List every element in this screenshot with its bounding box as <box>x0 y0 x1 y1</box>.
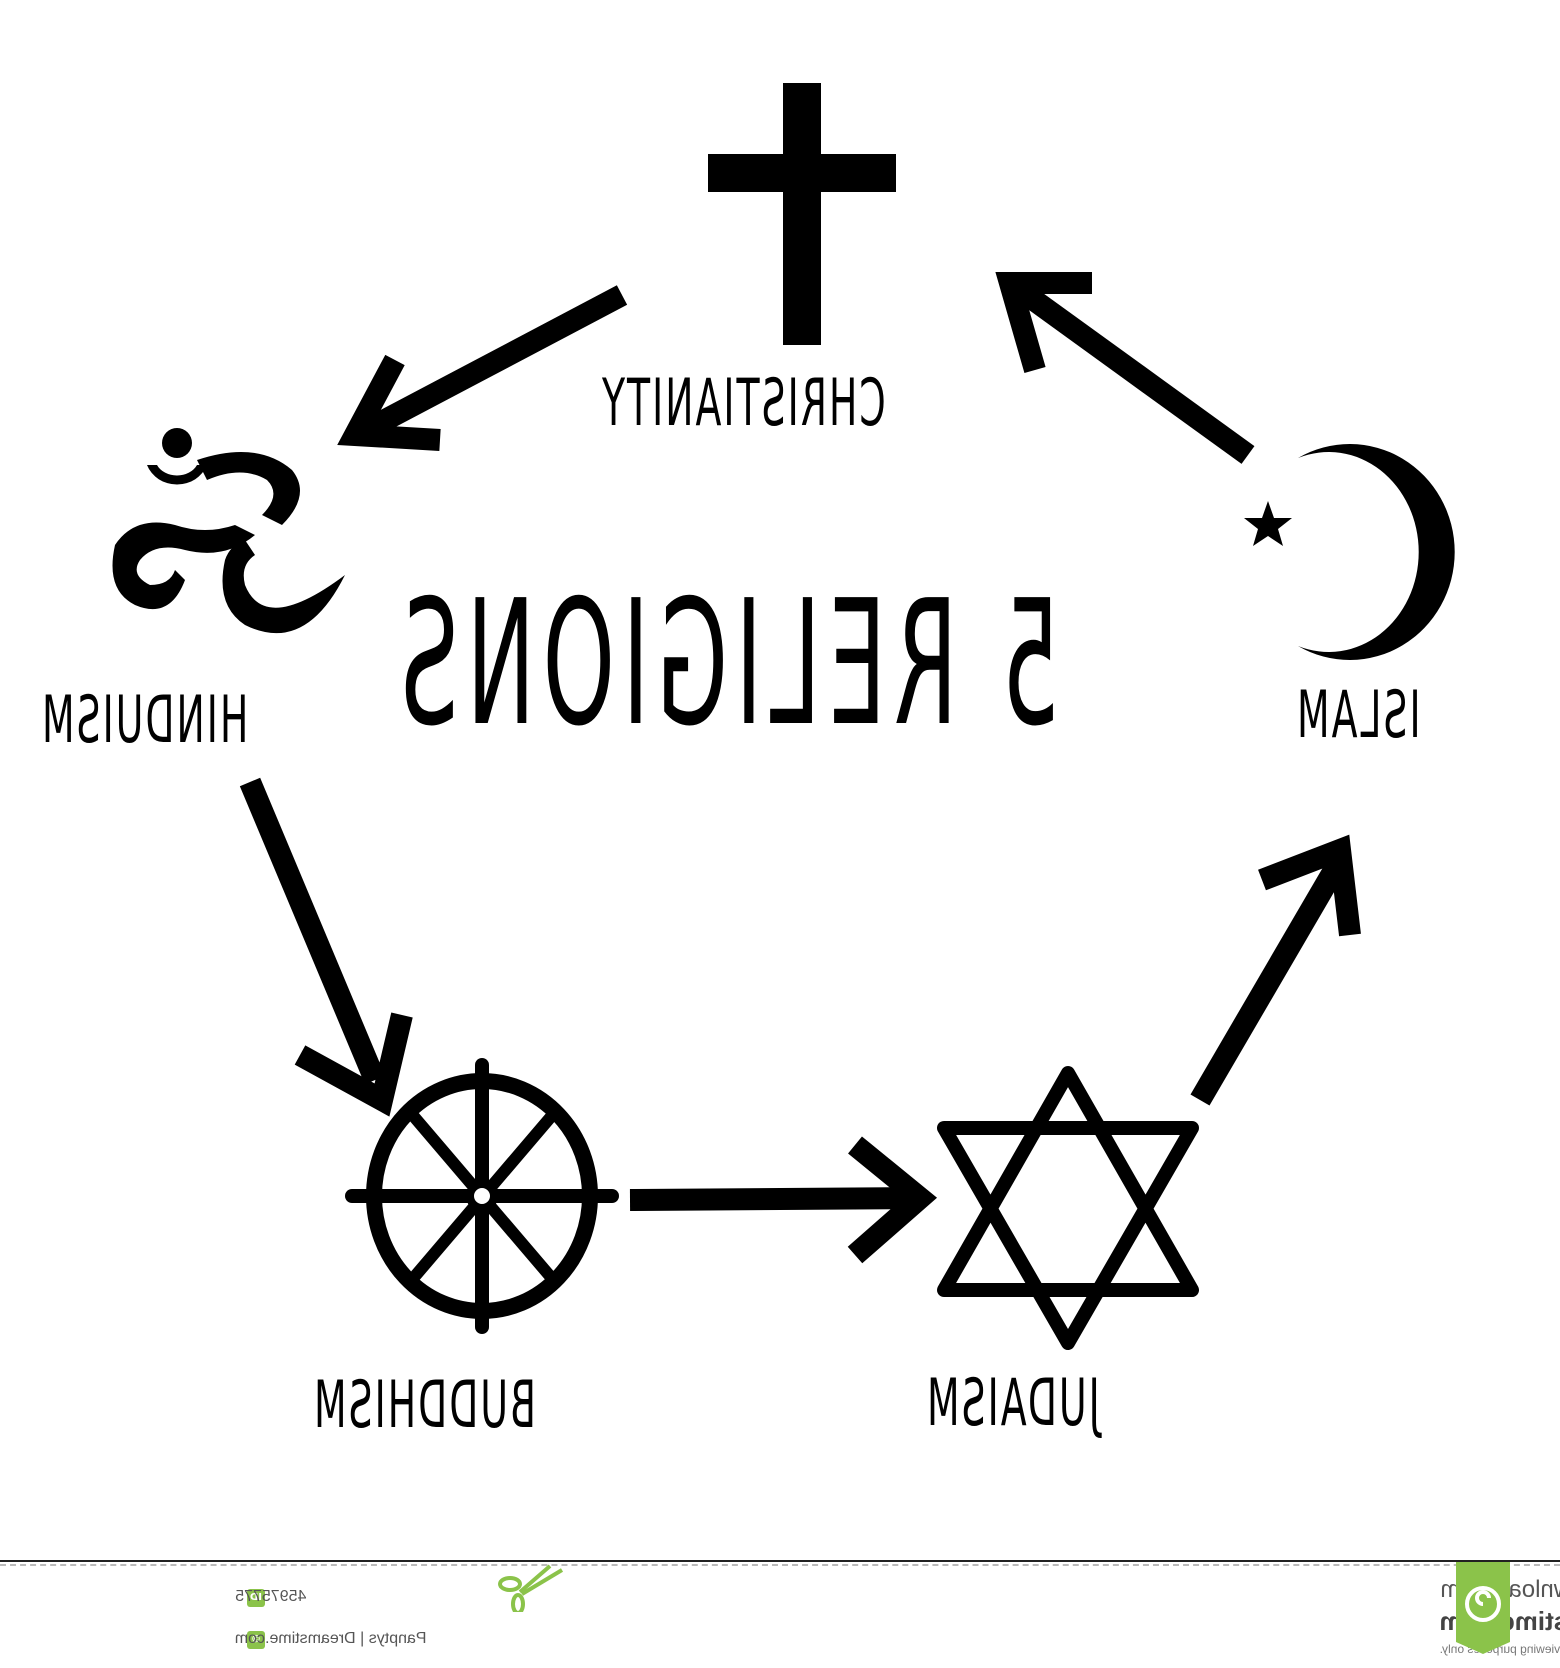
arrow-hinduism-to-buddhism <box>239 777 413 1117</box>
image-id: 45975775 <box>235 1588 307 1605</box>
label-buddhism: BUDDHISM <box>312 1366 536 1443</box>
footer-dashed-line <box>0 1564 1560 1566</box>
arrow-islam-to-christianity <box>995 272 1255 464</box>
author-credit: Panptys | Dreamstime.com <box>235 1630 427 1647</box>
diagram-title: 5 RELIGIONS <box>393 563 1060 765</box>
spiral-icon <box>1465 1586 1501 1622</box>
arrow-buddhism-to-judaism <box>629 1136 938 1264</box>
cross-icon <box>708 83 896 345</box>
label-hinduism: HINDUISM <box>40 681 249 758</box>
arrows <box>239 272 1361 1264</box>
arrow-christianity-to-hinduism <box>337 285 628 451</box>
label-christianity: CHRISTIANITY <box>600 364 886 441</box>
footer-divider <box>0 1560 1560 1562</box>
diagram-canvas: 5 RELIGIONS CHRISTIANITY HINDUISM BUDDHI… <box>40 83 1455 1443</box>
crescent-star-icon <box>1244 444 1455 660</box>
scissors-icon <box>498 1564 564 1612</box>
watermark-footer <box>0 1560 1560 1668</box>
diagram-graphics <box>112 83 1455 1350</box>
copyright-badge: © <box>247 1631 265 1649</box>
label-islam: ISLAM <box>1295 676 1421 753</box>
label-judaism: JUDAISM <box>925 1364 1100 1441</box>
dreamstime-logo[interactable] <box>1456 1562 1510 1654</box>
arrow-judaism-to-islam <box>1190 834 1361 1106</box>
om-icon <box>112 428 345 634</box>
dharma-wheel-icon <box>345 1058 619 1334</box>
id-badge: ID <box>247 1589 265 1607</box>
star-of-david-icon <box>937 1066 1199 1350</box>
